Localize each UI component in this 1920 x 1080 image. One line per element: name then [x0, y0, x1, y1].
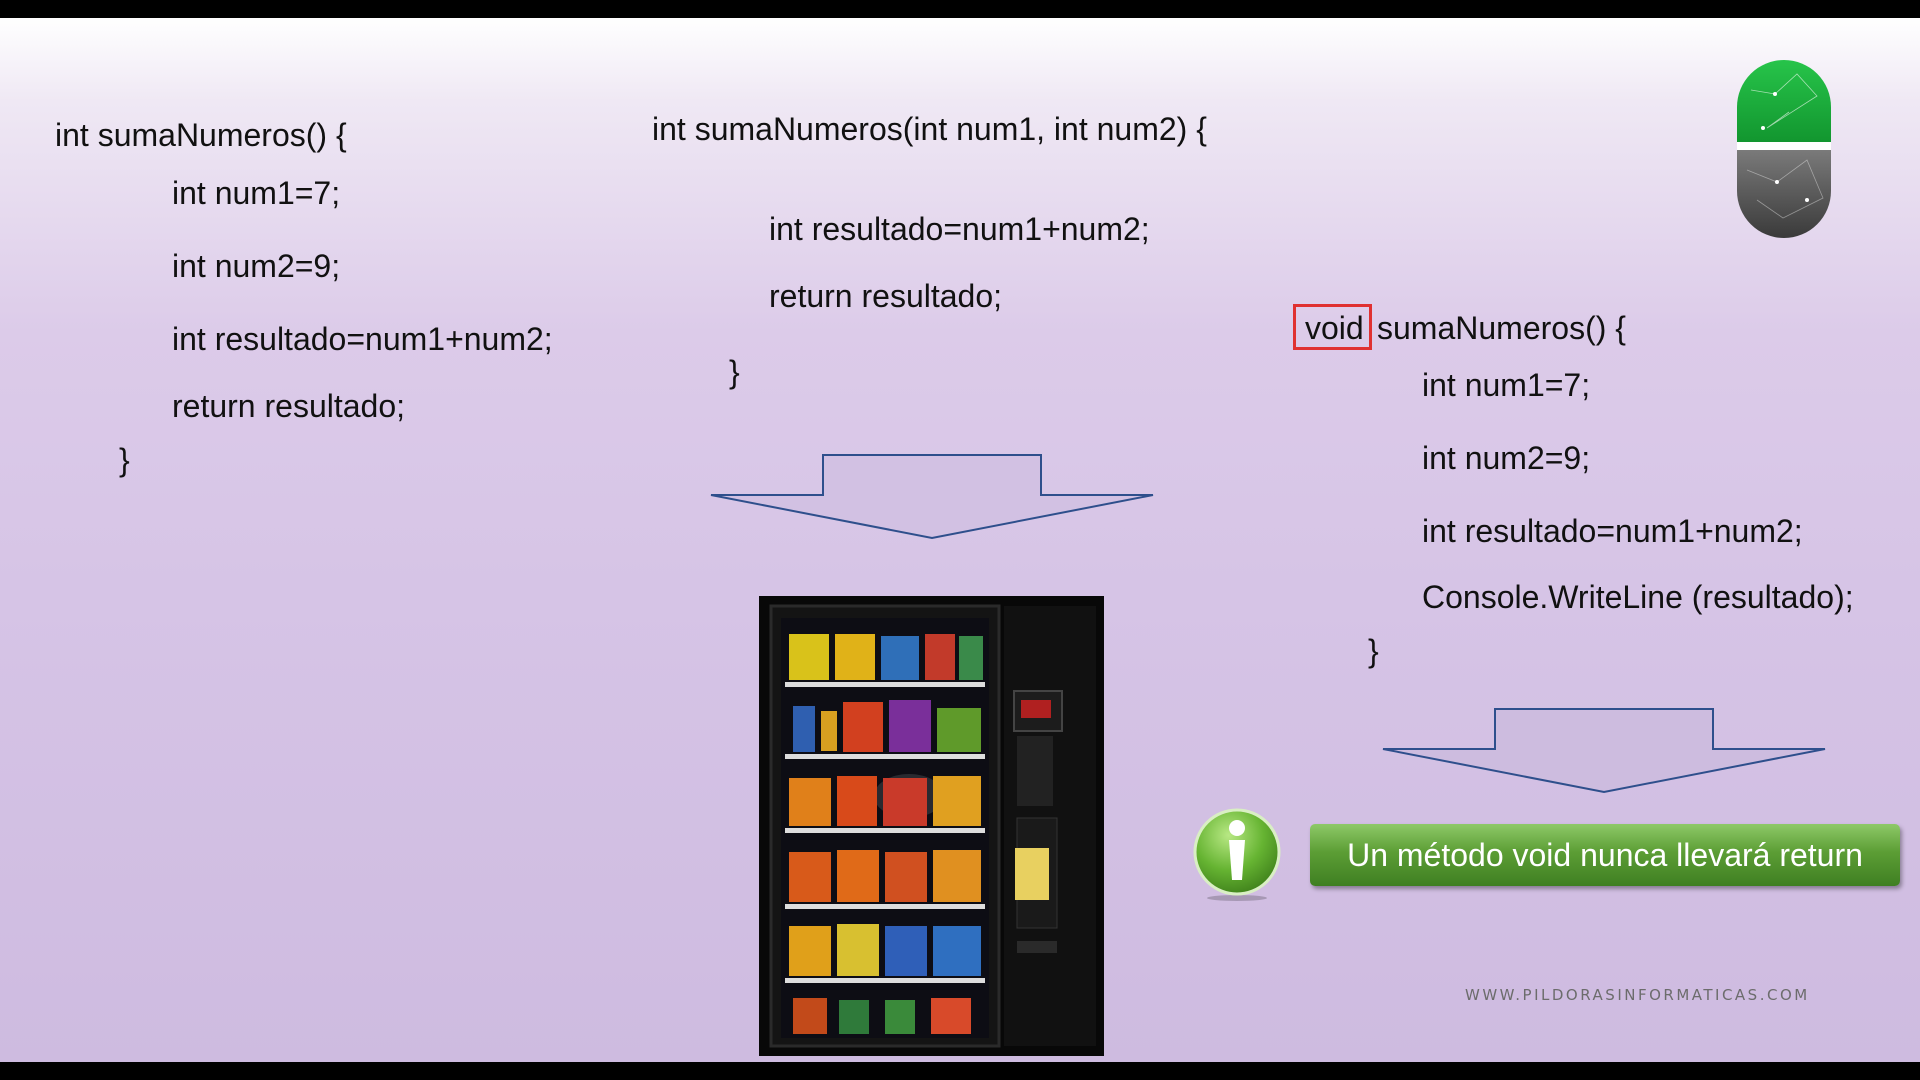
pill-logo-icon [1737, 60, 1831, 238]
code-line: sumaNumeros() { [1377, 310, 1626, 346]
code-line: return resultado; [769, 278, 1003, 314]
code-line: int sumaNumeros(int num1, int num2) { [652, 111, 1207, 147]
code-line: int resultado=num1+num2; [769, 211, 1150, 247]
down-arrow-icon [710, 454, 1154, 540]
highlight-box [1293, 304, 1372, 350]
code-line: int sumaNumeros() { [55, 117, 347, 153]
code-line: int num1=7; [172, 175, 341, 211]
code-line: int resultado=num1+num2; [172, 321, 553, 357]
watermark: WWW.PILDORASINFORMATICAS.COM [1465, 986, 1810, 1004]
note-box: Un método void nunca llevará return [1310, 824, 1900, 886]
code-line: } [1368, 633, 1379, 669]
void-keyword: void [1305, 310, 1364, 346]
down-arrow-icon [1382, 708, 1826, 794]
code-line: return resultado; [172, 388, 406, 424]
info-icon [1193, 808, 1281, 901]
slide: int sumaNumeros() { int num1=7; int num2… [0, 18, 1920, 1062]
code-line: int num2=9; [172, 248, 341, 284]
vending-machine-image [759, 596, 1104, 1056]
code-line: int resultado=num1+num2; [1422, 513, 1803, 549]
code-line: Console.WriteLine (resultado); [1422, 579, 1854, 615]
code-line: int num1=7; [1422, 367, 1591, 403]
code-line: int num2=9; [1422, 440, 1591, 476]
code-line: } [119, 442, 130, 478]
code-line: } [729, 354, 740, 390]
